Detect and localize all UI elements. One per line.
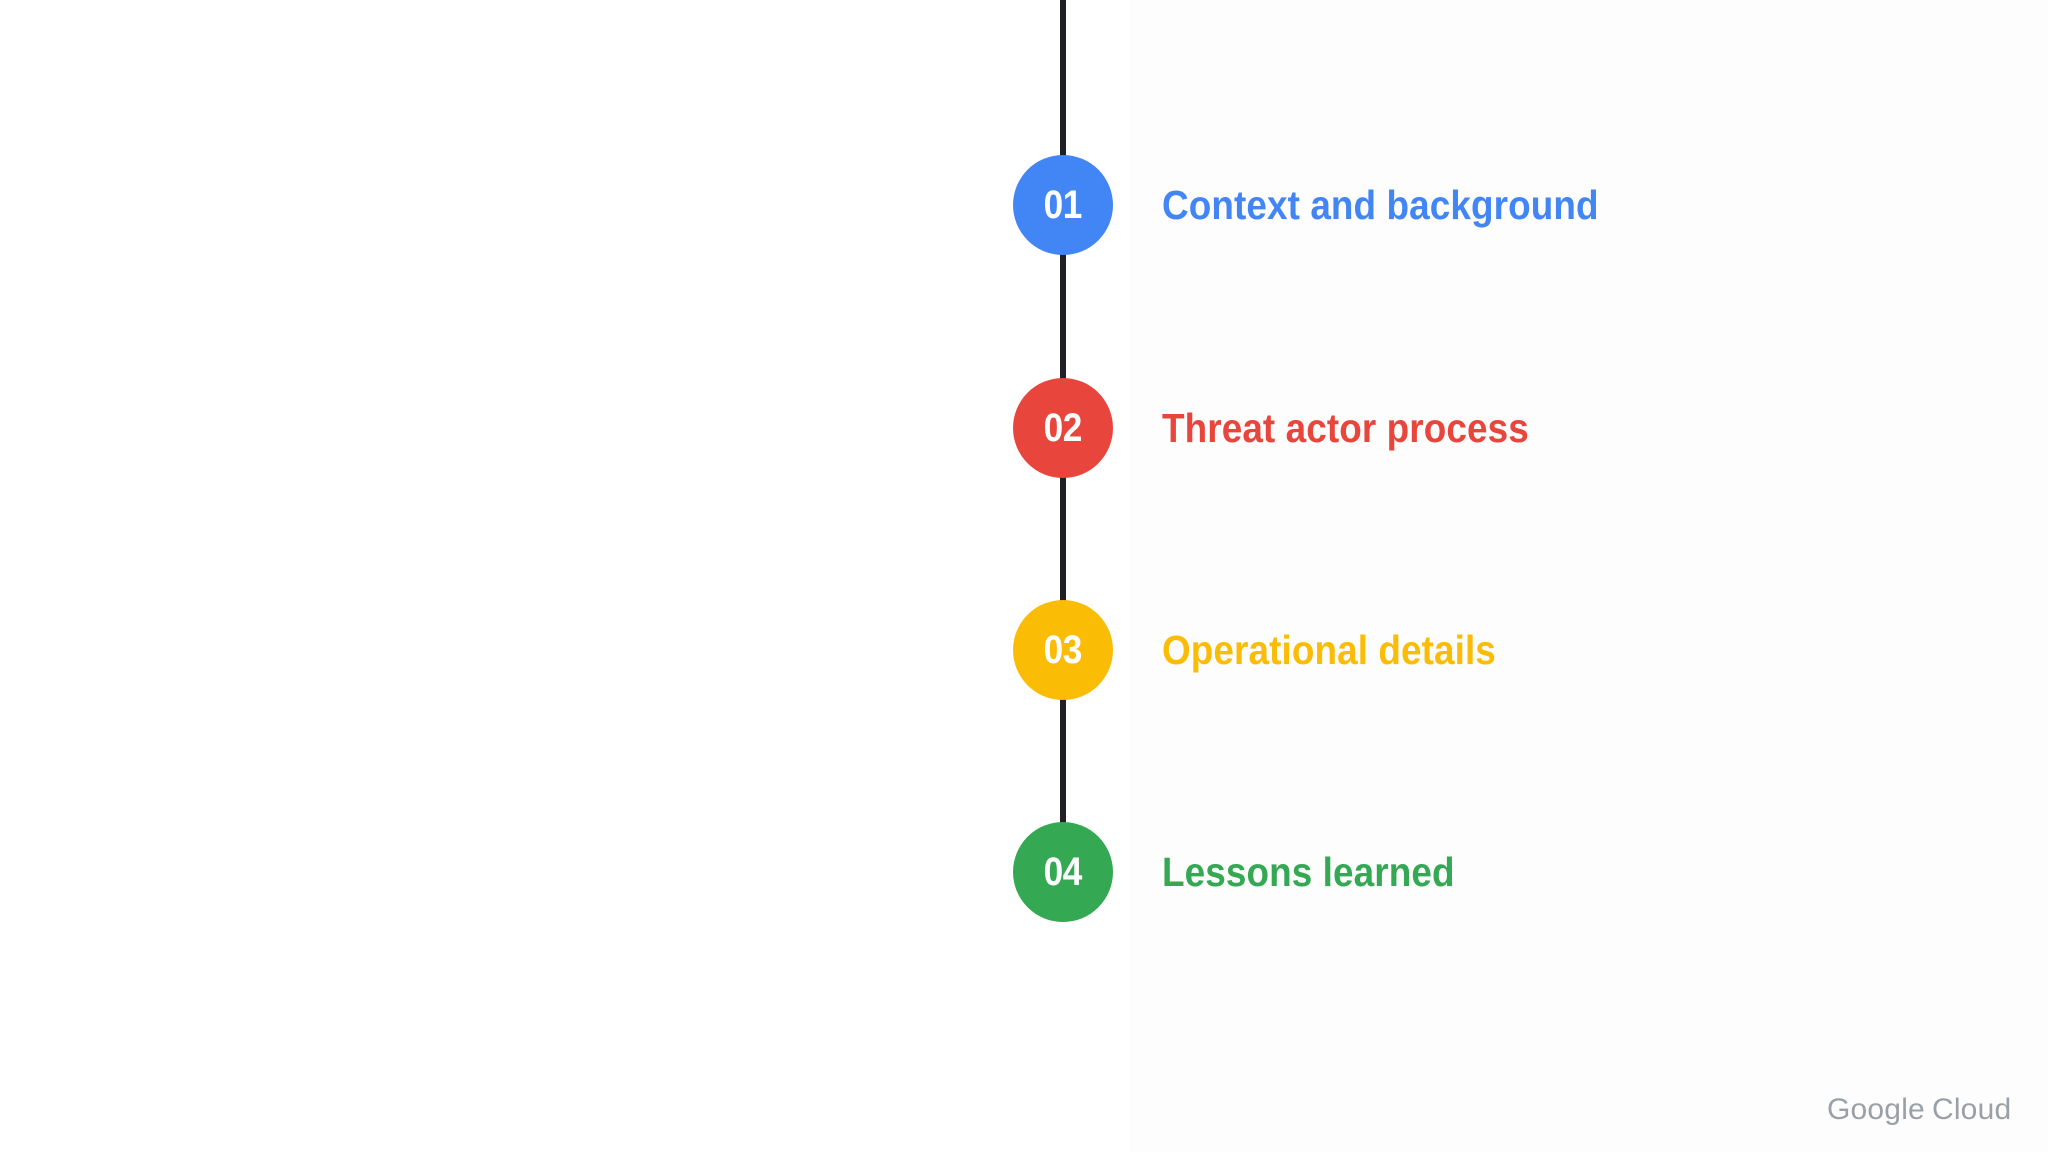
brand-product-text: Cloud — [1931, 1093, 2012, 1126]
timeline-marker-circle-01[interactable]: 01 — [1013, 155, 1113, 255]
timeline-marker-circle-03[interactable]: 03 — [1013, 600, 1113, 700]
background-panel — [1130, 0, 2048, 1152]
timeline-marker-number: 04 — [1043, 850, 1083, 894]
timeline-marker-number: 01 — [1043, 183, 1083, 227]
timeline-item-label-01: Context and background — [1162, 182, 1599, 228]
brand-google-text: Google — [1827, 1093, 1925, 1126]
timeline-item-label-03: Operational details — [1162, 627, 1496, 673]
timeline-marker-circle-02[interactable]: 02 — [1013, 378, 1113, 478]
timeline-item-label-04: Lessons learned — [1162, 849, 1455, 895]
timeline-item-label-02: Threat actor process — [1162, 405, 1529, 451]
timeline-marker-number: 02 — [1043, 406, 1083, 450]
timeline-marker-number: 03 — [1043, 628, 1083, 672]
timeline-marker-circle-04[interactable]: 04 — [1013, 822, 1113, 922]
